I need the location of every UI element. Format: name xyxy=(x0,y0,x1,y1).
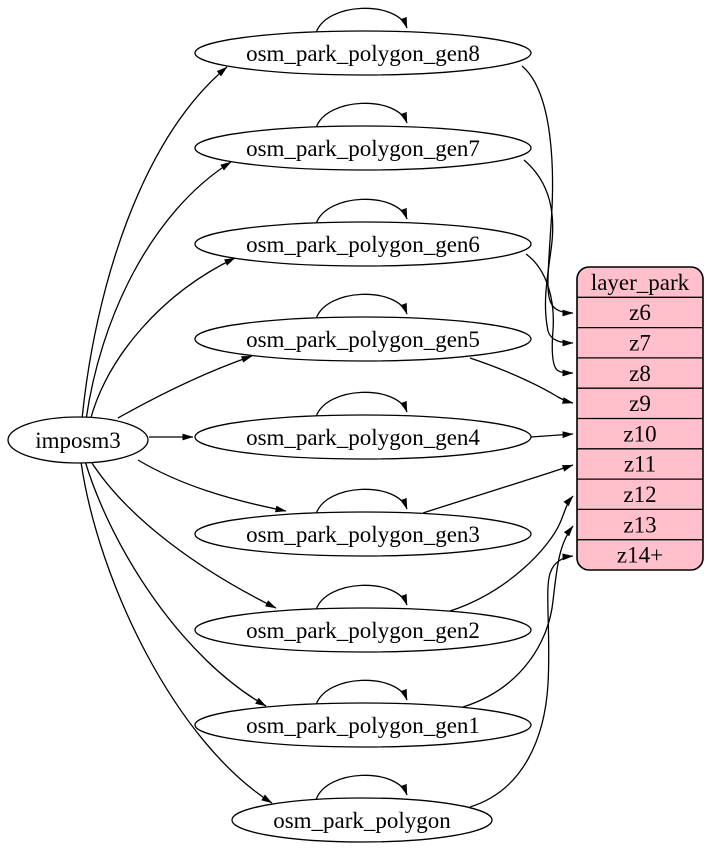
edge-selfloop-gen5 xyxy=(315,293,408,320)
gen7-label: osm_park_polygon_gen7 xyxy=(246,136,480,161)
polygon-label: osm_park_polygon xyxy=(273,808,451,833)
node-osm-park-polygon-gen3: osm_park_polygon_gen3 xyxy=(194,511,532,557)
edge-gen3-to-z11 xyxy=(422,464,574,514)
gen2-ellipse xyxy=(194,607,532,653)
edge-imposm3-to-gen5 xyxy=(117,355,253,419)
gen4-label: osm_park_polygon_gen4 xyxy=(246,425,480,450)
edge-selfloop-gen2 xyxy=(315,584,408,611)
edge-selfloop-polygon xyxy=(315,774,408,801)
node-osm-park-polygon-gen5: osm_park_polygon_gen5 xyxy=(194,316,532,362)
edge-gen2-to-z12 xyxy=(449,495,574,612)
node-osm-park-polygon-gen8: osm_park_polygon_gen8 xyxy=(194,30,532,76)
edge-selfloop-gen6 xyxy=(315,198,408,225)
layer-park-row-z6: z6 xyxy=(629,300,651,325)
layer-park-row-z8: z8 xyxy=(629,361,651,386)
gen1-ellipse xyxy=(194,702,532,748)
layer-park-row-z13: z13 xyxy=(623,512,656,537)
node-imposm3: imposm3 xyxy=(7,416,149,464)
edge-imposm3-to-gen8 xyxy=(81,66,228,420)
edge-imposm3-to-gen3 xyxy=(137,459,287,513)
gen8-ellipse xyxy=(194,30,532,76)
gen4-ellipse xyxy=(194,414,532,460)
edge-selfloop-gen3 xyxy=(315,488,408,515)
edge-imposm3-to-gen6 xyxy=(89,257,236,422)
node-osm-park-polygon-gen7: osm_park_polygon_gen7 xyxy=(194,125,532,171)
gen3-label: osm_park_polygon_gen3 xyxy=(246,522,480,547)
node-osm-park-polygon-gen6: osm_park_polygon_gen6 xyxy=(194,221,532,267)
layer-park-row-z12: z12 xyxy=(623,482,656,507)
node-layer-park: layer_park z6 z7 z8 z9 z10 z11 z12 z13 z… xyxy=(576,266,704,571)
edge-imposm3-to-gen2 xyxy=(89,459,277,609)
edge-gen6-to-z8 xyxy=(525,253,574,377)
node-osm-park-polygon-gen2: osm_park_polygon_gen2 xyxy=(194,607,532,653)
gen2-label: osm_park_polygon_gen2 xyxy=(246,618,480,643)
edge-imposm3-to-gen7 xyxy=(85,161,232,421)
gen5-ellipse xyxy=(194,316,532,362)
layer-park-row-z10: z10 xyxy=(623,421,656,446)
node-osm-park-polygon-gen4: osm_park_polygon_gen4 xyxy=(194,414,532,460)
gen8-label: osm_park_polygon_gen8 xyxy=(246,41,480,66)
polygon-ellipse xyxy=(231,797,493,843)
gen6-label: osm_park_polygon_gen6 xyxy=(246,232,480,257)
gen6-ellipse xyxy=(194,221,532,267)
edge-polygon-to-z14 xyxy=(469,553,574,808)
gen1-label: osm_park_polygon_gen1 xyxy=(246,713,480,738)
layer-park-row-z14: z14+ xyxy=(617,543,663,568)
edge-gen7-to-z7 xyxy=(523,159,574,347)
gen5-label: osm_park_polygon_gen5 xyxy=(246,327,480,352)
edge-gen4-to-z10 xyxy=(530,431,574,439)
edge-selfloop-gen1 xyxy=(315,679,408,706)
edge-imposm3-to-polygon xyxy=(80,461,273,804)
gen7-ellipse xyxy=(194,125,532,171)
gen3-ellipse xyxy=(194,511,532,557)
imposm3-label: imposm3 xyxy=(35,428,121,453)
edge-selfloop-gen8 xyxy=(315,7,408,34)
nodes: imposm3 osm_park_polygon_gen8 osm_park_p… xyxy=(7,30,532,843)
node-osm-park-polygon-gen1: osm_park_polygon_gen1 xyxy=(194,702,532,748)
edge-gen8-to-z6 xyxy=(521,65,574,317)
edge-selfloop-gen7 xyxy=(315,102,408,129)
edge-gen1-to-z13 xyxy=(462,525,574,708)
node-osm-park-polygon: osm_park_polygon xyxy=(231,797,493,843)
layer-park-row-z11: z11 xyxy=(624,452,656,477)
imposm3-ellipse xyxy=(7,416,149,464)
layer-park-row-z7: z7 xyxy=(629,331,651,356)
edge-gen5-to-z9 xyxy=(469,357,574,404)
edges xyxy=(80,7,574,808)
edge-selfloop-gen4 xyxy=(315,391,408,418)
layer-park-title: layer_park xyxy=(591,270,690,295)
edge-imposm3-to-gen1 xyxy=(84,460,267,707)
layer-park-row-z9: z9 xyxy=(629,391,651,416)
